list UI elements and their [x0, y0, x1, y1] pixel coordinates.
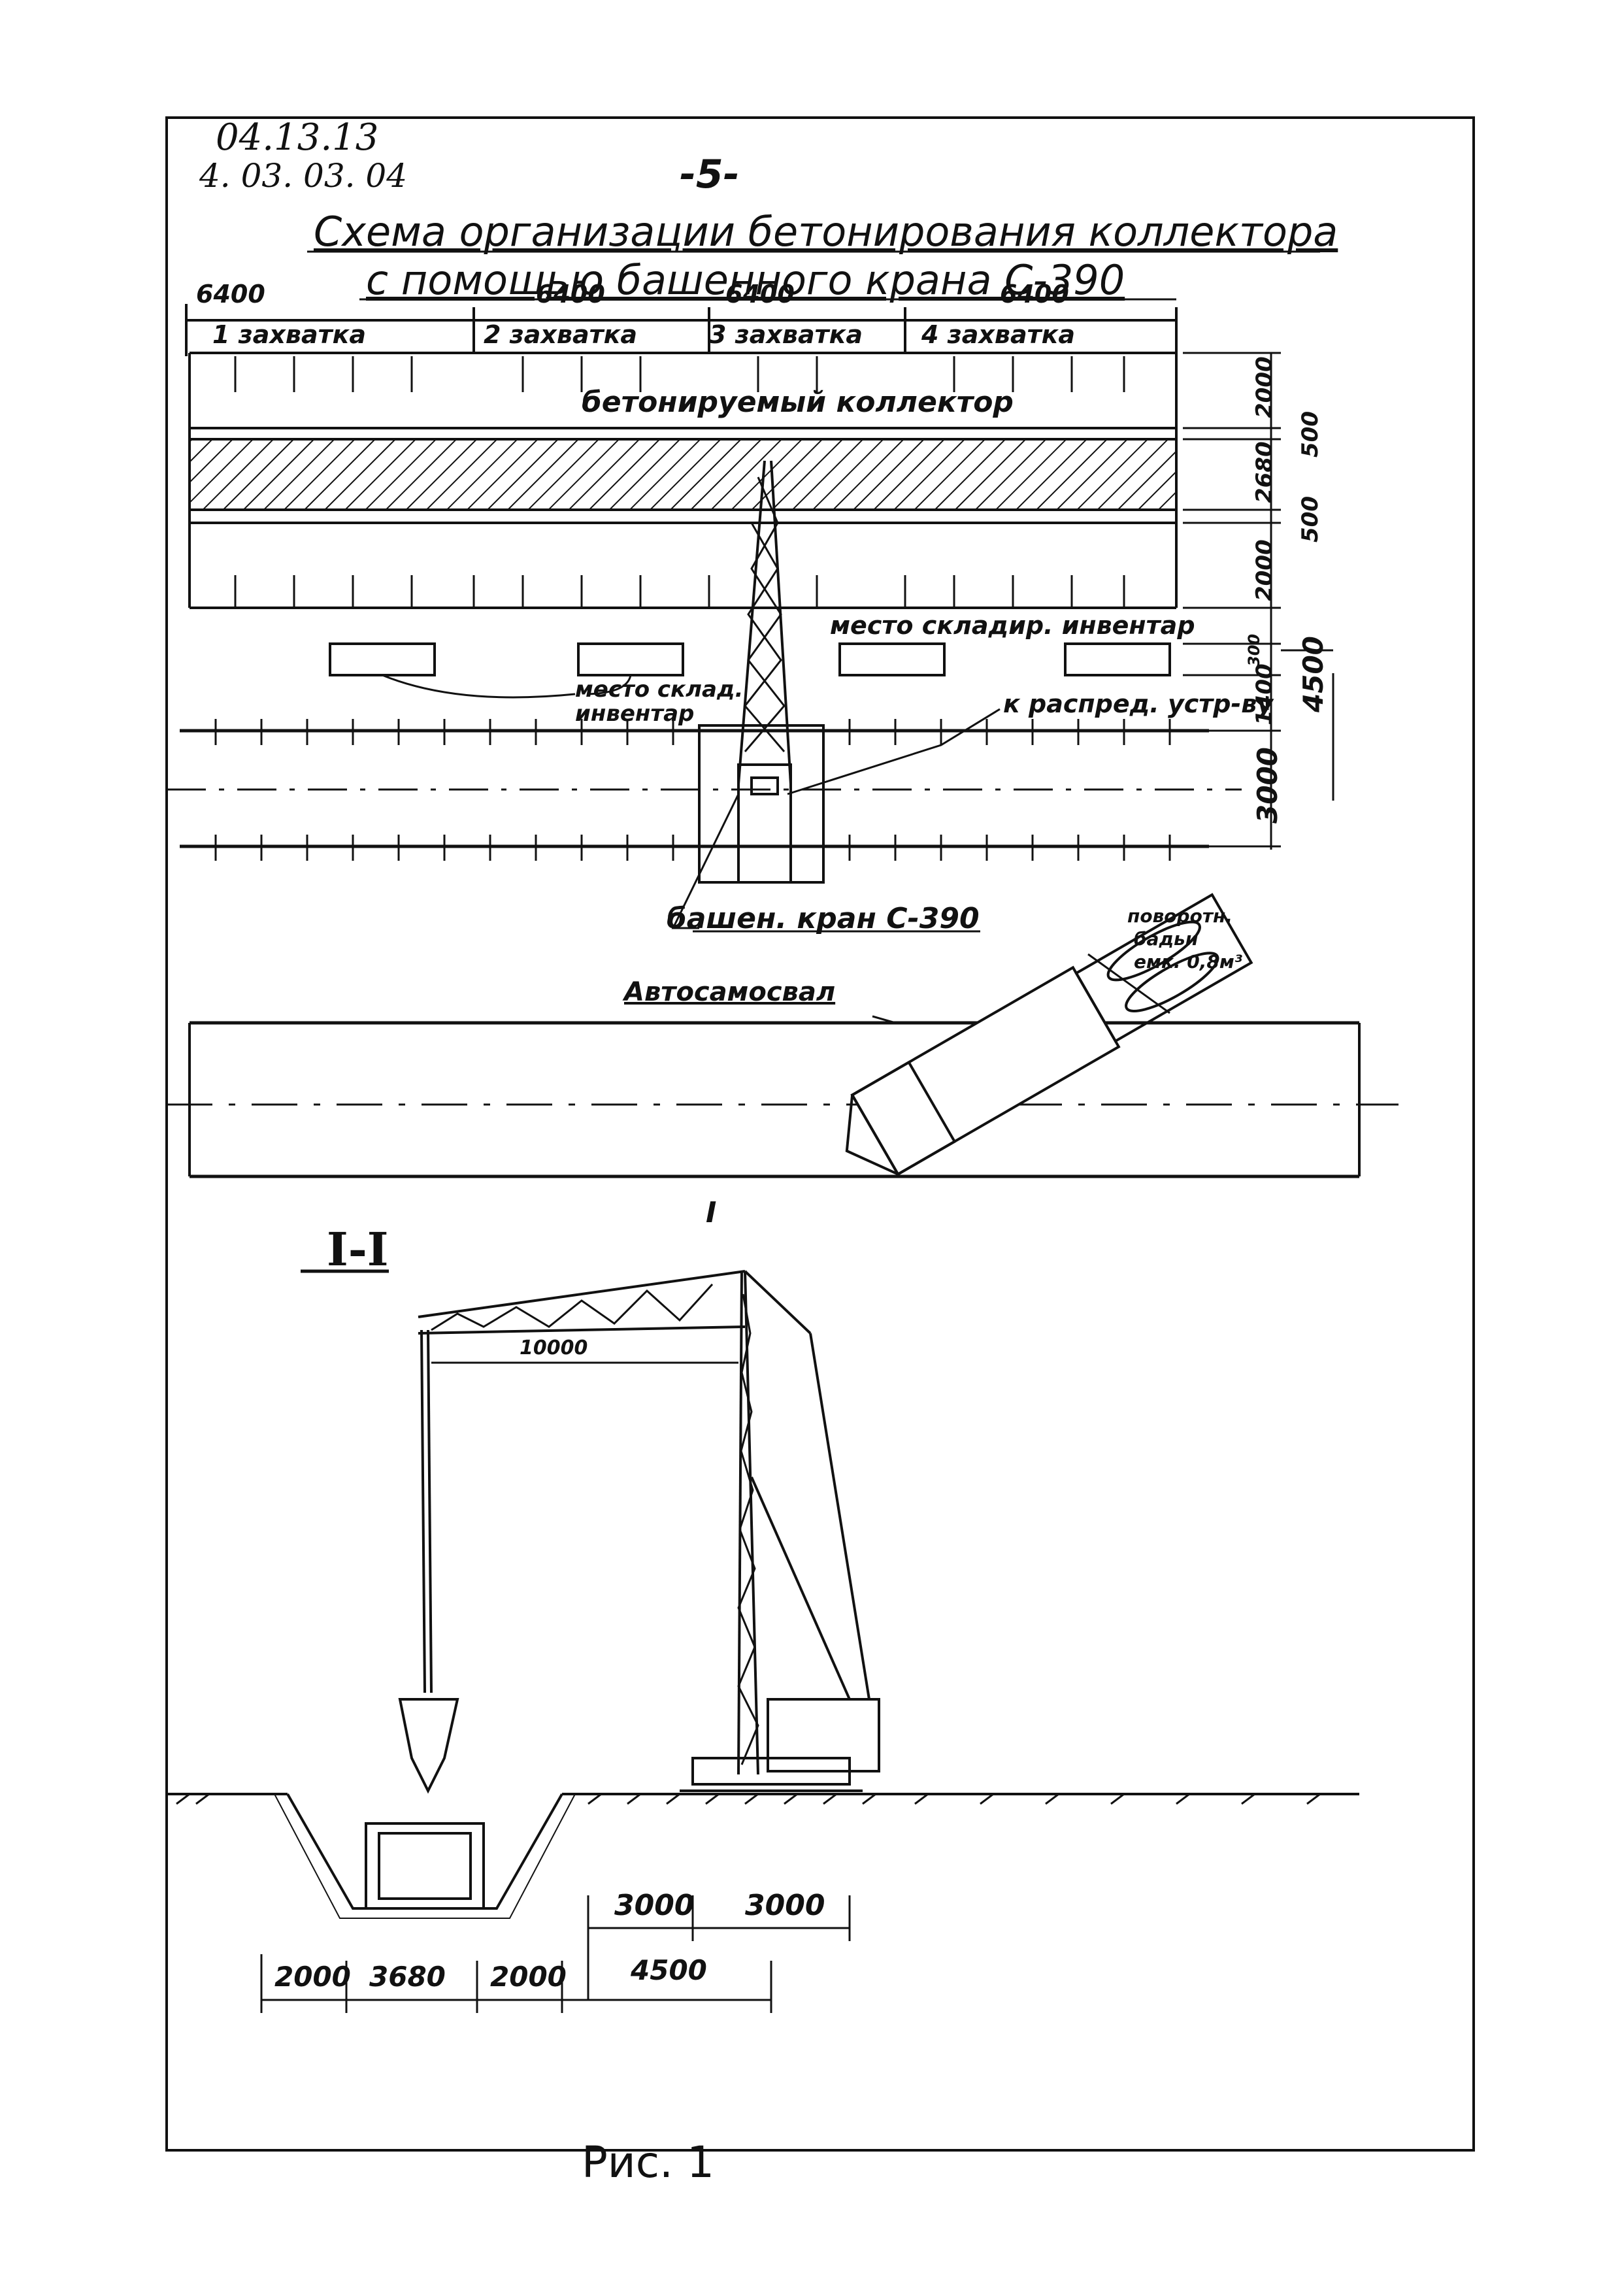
storage-label-left-2: инвентар — [575, 701, 695, 727]
right-dim-500-b: 500 — [1297, 496, 1323, 542]
top-dim-4: 6400 — [1000, 280, 1069, 308]
storage-label-left-1: место склад. — [575, 676, 744, 703]
dump-truck-label: Автосамосвал — [624, 977, 836, 1007]
bucket-label-3: емк. 0,8м³ — [1134, 951, 1243, 973]
section-title: I-I — [327, 1222, 389, 1276]
section-dim-3680: 3680 — [369, 1961, 446, 1993]
storage-area-3 — [838, 642, 946, 676]
right-dim-4500: 4500 — [1297, 636, 1329, 712]
right-dim-2000-a: 2000 — [1251, 356, 1278, 418]
bucket-label-2: бадьи — [1134, 928, 1199, 950]
top-dim-2: 6400 — [536, 280, 605, 308]
section-dim-2000-b: 2000 — [490, 1961, 567, 1993]
stage-4-label: 4 захватка — [921, 320, 1076, 349]
plan-ticks-upper — [234, 356, 1125, 392]
section-marker: I — [706, 1196, 717, 1229]
collector-label: бетонируемый коллектор — [582, 386, 1014, 419]
ground-section — [167, 1793, 1359, 1919]
tower-crane-label: башен. кран С-390 — [667, 902, 980, 935]
crane-plan-view — [698, 460, 825, 884]
sheet-frame — [165, 116, 1475, 2152]
crane-elevation — [398, 1270, 880, 1794]
diagram-title-line1: Схема организации бетонирования коллекто… — [314, 208, 1338, 256]
figure-caption: Рис. 1 — [582, 2137, 714, 2188]
section-dim-2000-a: 2000 — [274, 1961, 351, 1993]
plan-top-dimensions — [185, 304, 1178, 356]
drawing-code-line1: 04.13.13 — [216, 116, 379, 159]
stage-1-label: 1 захватка — [212, 320, 367, 349]
right-dim-300: 300 — [1245, 633, 1263, 667]
storage-area-4 — [1064, 642, 1171, 676]
distribution-device-label: к распред. устр-ву — [1003, 690, 1274, 718]
right-dim-2680: 2680 — [1251, 441, 1278, 503]
diagram-title-line2: с помощью башенного крана С-390 — [366, 256, 1125, 304]
page-number: -5- — [680, 152, 740, 197]
storage-area-1 — [329, 642, 436, 676]
crane-rails — [167, 719, 1242, 861]
stage-3-label: 3 захватка — [709, 320, 863, 349]
road-plan — [167, 1021, 1399, 1178]
section-dim-3000-a: 3000 — [614, 1889, 695, 1922]
stage-2-label: 2 захватка — [484, 320, 638, 349]
right-dim-500-a: 500 — [1297, 411, 1323, 458]
section-dimensions — [260, 1895, 851, 2013]
boom-dimension: 10000 — [520, 1337, 588, 1359]
section-dim-4500: 4500 — [631, 1954, 707, 1986]
right-dim-2000-b: 2000 — [1251, 539, 1278, 601]
collector-hatched-area — [190, 439, 1176, 510]
plan-right-dimensions — [1183, 352, 1334, 850]
drawing-code-line2: 4. 03. 03. 04 — [199, 157, 408, 195]
right-dim-3000: 3000 — [1251, 747, 1283, 824]
plan-collector — [188, 352, 1178, 609]
right-dim-1400: 1400 — [1251, 663, 1278, 725]
bucket-label-1: поворотн. — [1127, 905, 1233, 927]
top-dim-1: 6400 — [196, 280, 265, 308]
dump-truck-plan — [845, 893, 1253, 1176]
storage-label-right: место складир. инвентар — [830, 611, 1195, 640]
collector-section — [365, 1822, 485, 1910]
storage-area-2 — [577, 642, 684, 676]
top-dim-3: 6400 — [725, 280, 795, 308]
plan-ticks-lower — [234, 575, 1125, 608]
section-dim-3000-b: 3000 — [745, 1889, 825, 1922]
